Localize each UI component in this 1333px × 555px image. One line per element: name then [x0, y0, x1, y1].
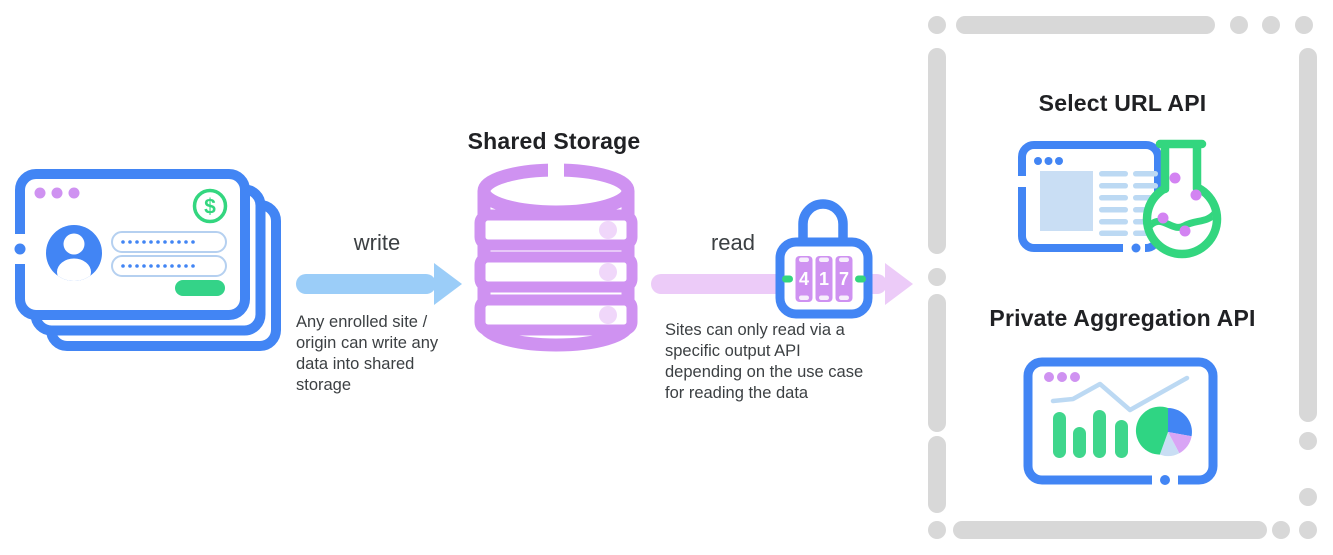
border-dot [14, 243, 26, 255]
submit-button-shape [175, 280, 225, 296]
write-description: Any enrolled site / origin can write any… [296, 313, 439, 394]
write-label: write [353, 230, 401, 255]
read-label: read [710, 230, 756, 255]
read-description: Sites can only read via a specific outpu… [665, 321, 864, 402]
lock-digit: 7 [839, 269, 849, 289]
content-block [1040, 171, 1093, 231]
front-window-card: $ [13, 169, 250, 320]
dollar-circle-icon: $ [192, 188, 228, 224]
window-controls-dots [1034, 157, 1063, 165]
combination-lock-icon: 4 1 7 [775, 199, 873, 319]
stacked-login-windows-icon: $ [13, 169, 281, 351]
flask-bubbles [1157, 172, 1202, 237]
lock-shackle [798, 199, 848, 251]
output-apis-panel-border [928, 16, 1317, 539]
pie-chart [1135, 406, 1192, 457]
database-rows [474, 209, 638, 336]
dashboard-charts-icon [1023, 357, 1218, 486]
browser-window [1017, 141, 1162, 254]
lock-digit: 1 [819, 269, 829, 289]
password-field [111, 255, 227, 277]
window-controls-dots [1044, 372, 1080, 382]
user-avatar-icon [46, 225, 102, 281]
password-field [111, 231, 227, 253]
shared-storage-title: Shared Storage [467, 128, 641, 154]
bar-chart [1053, 410, 1128, 458]
private-aggregation-api-title: Private Aggregation API [989, 305, 1256, 331]
browser-window-flask-icon [1017, 139, 1222, 259]
line-chart [1050, 375, 1190, 413]
select-url-api-title: Select URL API [1038, 90, 1207, 116]
database-icon [474, 161, 638, 352]
dollar-symbol: $ [204, 196, 216, 219]
window-controls-dots [34, 187, 80, 199]
write-arrow-icon [296, 263, 462, 305]
lock-rotors: 4 1 7 [795, 256, 853, 302]
lock-digit: 4 [799, 269, 809, 289]
flask-icon [1142, 139, 1222, 259]
